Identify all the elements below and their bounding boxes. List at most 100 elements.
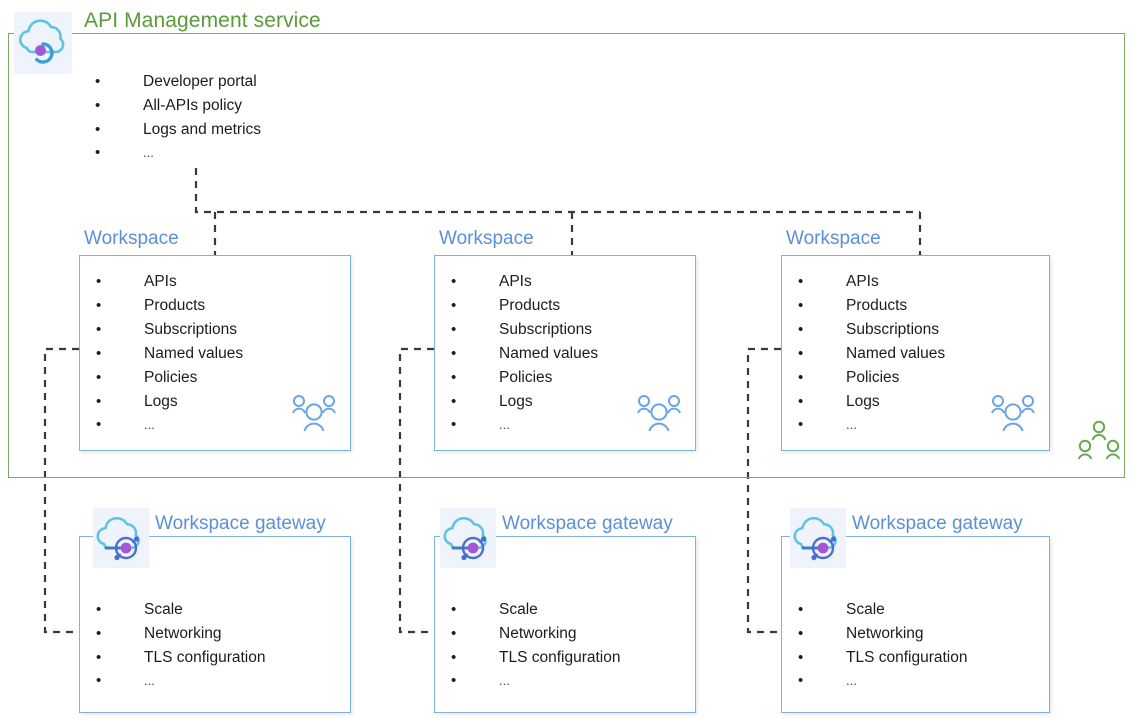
api-management-cloud-icon (14, 12, 72, 74)
list-item-label: Networking (846, 625, 924, 642)
list-item: ... (798, 673, 968, 697)
bullet-icon (798, 274, 846, 289)
list-item-label: Named values (144, 345, 244, 362)
bullet-icon (96, 602, 144, 617)
list-item-label: ... (143, 145, 154, 160)
gateway-feature-list-1: Scale Networking TLS configuration ... (96, 601, 266, 697)
bullet-icon (798, 322, 846, 337)
list-item-label: ... (144, 673, 155, 688)
workspace-feature-list-1: APIs Products Subscriptions Named values… (96, 273, 243, 441)
list-item: APIs (798, 273, 945, 297)
bullet-icon (451, 602, 499, 617)
bullet-icon (798, 602, 846, 617)
workspace-title-1: Workspace (84, 228, 179, 249)
gateway-feature-list-3: Scale Networking TLS configuration ... (798, 601, 968, 697)
list-item-label: All-APIs policy (143, 97, 243, 114)
bullet-icon (451, 417, 499, 432)
bullet-icon (96, 274, 144, 289)
workspace-box-2: APIs Products Subscriptions Named values… (434, 255, 696, 451)
bullet-icon (96, 417, 144, 432)
list-item: Products (451, 297, 598, 321)
list-item-label: Subscriptions (144, 321, 238, 338)
list-item: Subscriptions (451, 321, 598, 345)
bullet-icon (798, 394, 846, 409)
list-item-label: APIs (144, 273, 177, 290)
list-item: Logs (96, 393, 243, 417)
list-item: Products (96, 297, 243, 321)
list-item-label: Scale (499, 601, 538, 618)
people-group-icon (985, 393, 1041, 444)
bullet-icon (798, 626, 846, 641)
list-item-label: TLS configuration (499, 649, 621, 666)
list-item: ... (96, 417, 243, 441)
list-item: Named values (798, 345, 945, 369)
list-item-label: Logs (144, 393, 178, 410)
list-item-label: Policies (499, 369, 553, 386)
list-item-label: ... (144, 417, 155, 432)
list-item: Named values (96, 345, 243, 369)
bullet-icon (798, 370, 846, 385)
list-item: APIs (96, 273, 243, 297)
list-item-label: Named values (846, 345, 946, 362)
people-group-icon (1077, 418, 1121, 471)
gateway-title-1: Workspace gateway (155, 513, 326, 534)
list-item-label: Scale (144, 601, 183, 618)
bullet-icon (96, 346, 144, 361)
list-item: ... (451, 417, 598, 441)
bullet-icon (96, 322, 144, 337)
bullet-icon (451, 370, 499, 385)
list-item: Policies (96, 369, 243, 393)
list-item-label: ... (846, 673, 857, 688)
bullet-icon (798, 346, 846, 361)
bullet-icon (798, 650, 846, 665)
list-item-label: TLS configuration (846, 649, 968, 666)
list-item: APIs (451, 273, 598, 297)
list-item: TLS configuration (96, 649, 266, 673)
list-item: ... (451, 673, 621, 697)
list-item-label: ... (499, 417, 510, 432)
list-item-label: Networking (499, 625, 577, 642)
list-item: Logs and metrics (95, 121, 261, 145)
list-item: Scale (96, 601, 266, 625)
api-management-service-container (8, 33, 1125, 478)
list-item-label: Policies (846, 369, 900, 386)
bullet-icon (451, 650, 499, 665)
list-item-label: ... (846, 417, 857, 432)
list-item-label: Subscriptions (846, 321, 940, 338)
bullet-icon (798, 417, 846, 432)
list-item: Scale (798, 601, 968, 625)
gateway-title-2: Workspace gateway (502, 513, 673, 534)
bullet-icon (451, 394, 499, 409)
list-item: ... (798, 417, 945, 441)
list-item: Subscriptions (96, 321, 243, 345)
list-item-label: Products (846, 297, 908, 314)
bullet-icon (96, 673, 144, 688)
bullet-icon (451, 626, 499, 641)
bullet-icon (451, 322, 499, 337)
workspace-feature-list-3: APIs Products Subscriptions Named values… (798, 273, 945, 441)
bullet-icon (96, 626, 144, 641)
list-item-label: Subscriptions (499, 321, 593, 338)
workspace-box-1: APIs Products Subscriptions Named values… (79, 255, 351, 451)
bullet-icon (451, 346, 499, 361)
list-item: ... (95, 145, 261, 169)
workspace-title-3: Workspace (786, 228, 881, 249)
list-item-label: APIs (499, 273, 532, 290)
list-item-label: Developer portal (143, 73, 257, 90)
bullet-icon (95, 98, 143, 113)
list-item-label: Policies (144, 369, 198, 386)
list-item: Policies (798, 369, 945, 393)
list-item-label: Logs and metrics (143, 121, 262, 138)
list-item-label: TLS configuration (144, 649, 266, 666)
list-item: Named values (451, 345, 598, 369)
list-item-label: Products (144, 297, 206, 314)
bullet-icon (95, 122, 143, 137)
workspace-gateway-cloud-icon (790, 508, 846, 568)
gateway-title-3: Workspace gateway (852, 513, 1023, 534)
list-item-label: Products (499, 297, 561, 314)
list-item: Products (798, 297, 945, 321)
people-group-icon (631, 393, 687, 444)
bullet-icon (451, 274, 499, 289)
page-title: API Management service (84, 9, 321, 32)
